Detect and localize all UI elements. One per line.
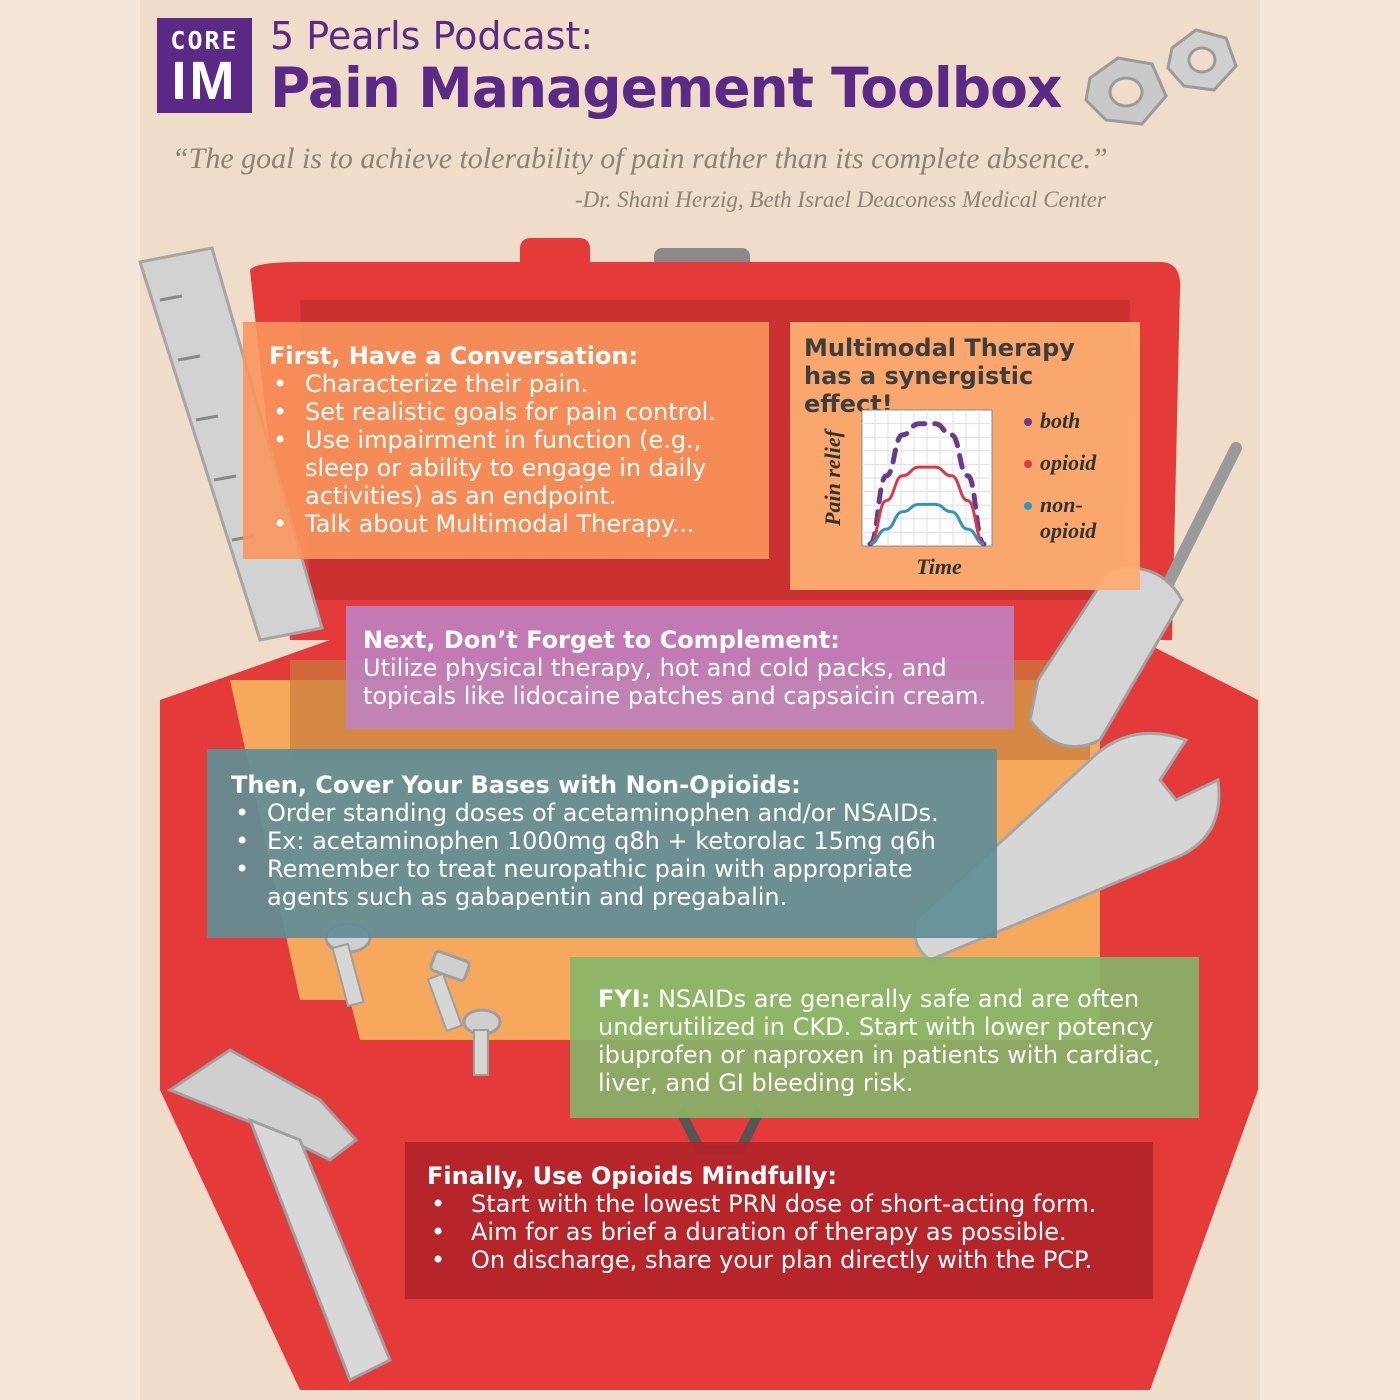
page-title: Pain Management Toolbox [270, 56, 1062, 120]
list-item: Aim for as brief a duration of therapy a… [427, 1218, 1133, 1246]
series-line-opioid [869, 465, 985, 546]
right-margin [1260, 0, 1400, 1400]
conversation-heading: First, Have a Conversation: [269, 342, 639, 370]
legend-label: opioid [1040, 518, 1097, 543]
bolt-icon [426, 950, 471, 1033]
logo-text-top: CORE [170, 26, 239, 55]
legend-swatch [1024, 502, 1032, 510]
list-item: Use impairment in function (e.g., sleep … [269, 426, 745, 510]
fyi-panel: FYI: NSAIDs are generally safe and are o… [570, 957, 1199, 1118]
nonopioids-heading: Then, Cover Your Bases with Non-Opioids: [231, 771, 801, 799]
core-im-logo: CORE IM [157, 18, 252, 113]
list-item: Order standing doses of acetaminophen an… [231, 799, 977, 827]
fyi-text: NSAIDs are generally safe and are often … [598, 985, 1161, 1097]
series-line-both [867, 421, 987, 547]
series-line-non-opioid [869, 502, 985, 546]
hammer-icon [166, 1048, 392, 1383]
y-axis-label: Pain relief [820, 427, 845, 527]
opioids-panel: Finally, Use Opioids Mindfully: Start wi… [405, 1142, 1153, 1299]
fyi-paragraph: FYI: NSAIDs are generally safe and are o… [598, 985, 1181, 1097]
complement-text-line: topicals like lidocaine patches and caps… [363, 682, 987, 710]
nonopioids-panel: Then, Cover Your Bases with Non-Opioids:… [207, 749, 997, 938]
legend-label: opioid [1040, 450, 1097, 475]
list-item: Ex: acetaminophen 1000mg q8h + ketorolac… [231, 827, 977, 855]
quote-text: “The goal is to achieve tolerability of … [172, 142, 1108, 175]
conversation-list: Characterize their pain. Set realistic g… [269, 370, 745, 538]
left-margin [0, 0, 140, 1400]
quote-attribution: -Dr. Shani Herzig, Beth Israel Deaconess… [575, 187, 1106, 212]
multimodal-chart-panel: Multimodal Therapy has a synergistic eff… [790, 322, 1140, 590]
logo-text-bottom: IM [171, 51, 238, 111]
legend-label: non- [1040, 492, 1083, 517]
bolt-icon [462, 1008, 502, 1076]
screwdriver-icon [1028, 442, 1242, 749]
list-item: On discharge, share your plan directly w… [427, 1246, 1133, 1274]
legend-swatch [1024, 418, 1032, 426]
hex-nut-icon [1166, 28, 1238, 92]
list-item: Set realistic goals for pain control. [269, 398, 745, 426]
complement-panel: Next, Don’t Forget to Complement: Utiliz… [346, 606, 1014, 729]
list-item: Characterize their pain. [269, 370, 745, 398]
complement-text-line: Utilize physical therapy, hot and cold p… [363, 654, 947, 682]
nonopioids-list: Order standing doses of acetaminophen an… [231, 799, 977, 911]
fyi-label: FYI: [598, 985, 651, 1013]
list-item: Remember to treat neuropathic pain with … [231, 855, 977, 911]
conversation-panel: First, Have a Conversation: Characterize… [243, 322, 769, 559]
legend-label: both [1040, 408, 1080, 433]
x-axis-label: Time [916, 554, 962, 579]
multimodal-heading: Multimodal Therapy has a synergistic eff… [804, 334, 1075, 418]
podcast-subtitle: 5 Pearls Podcast: [270, 14, 594, 58]
legend-swatch [1024, 460, 1032, 468]
opioids-list: Start with the lowest PRN dose of short-… [427, 1190, 1133, 1274]
opioids-heading: Finally, Use Opioids Mindfully: [427, 1162, 837, 1190]
hex-nut-icon [1084, 56, 1168, 126]
list-item: Start with the lowest PRN dose of short-… [427, 1190, 1133, 1218]
list-item: Talk about Multimodal Therapy... [269, 510, 745, 538]
complement-heading: Next, Don’t Forget to Complement: [363, 626, 840, 654]
